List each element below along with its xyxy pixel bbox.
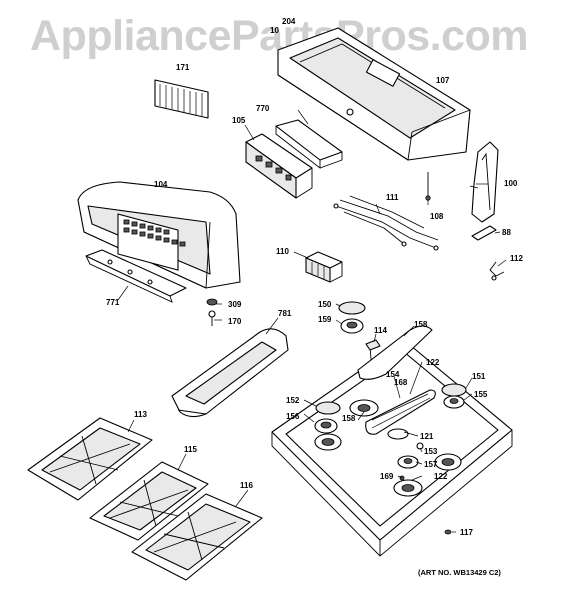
callout-122-lower: 122	[434, 472, 448, 481]
callout-114: 114	[374, 326, 387, 335]
screw-108	[425, 172, 431, 201]
burner-base-left-rear	[349, 399, 379, 417]
callout-100: 100	[504, 179, 518, 188]
callout-771: 771	[106, 298, 120, 307]
callout-108: 108	[430, 212, 444, 221]
control-keypad	[123, 219, 186, 247]
burner-head-157	[397, 455, 419, 469]
burner-cap-152	[315, 401, 341, 415]
callout-110: 110	[276, 247, 289, 256]
burner-cap-151	[441, 383, 467, 397]
igniter-153	[416, 442, 424, 450]
callout-121: 121	[420, 432, 434, 441]
burner-base-center	[387, 428, 409, 440]
bracket-770	[275, 119, 343, 169]
callout-107: 107	[436, 76, 450, 85]
burner-base-left-front	[314, 433, 342, 451]
art-number: (ART NO. WB13429 C2)	[418, 568, 501, 577]
callout-169: 169	[380, 472, 394, 481]
callout-112: 112	[510, 254, 523, 263]
callout-104: 104	[154, 180, 168, 189]
callout-10: 10	[270, 26, 279, 35]
callout-152: 152	[286, 396, 300, 405]
burner-cap-150	[338, 301, 366, 315]
callout-153: 153	[424, 447, 438, 456]
bumper-88	[471, 225, 497, 241]
fastener-309	[206, 298, 218, 306]
griddle-781	[171, 328, 289, 418]
burner-head-159	[340, 318, 364, 334]
callout-770: 770	[256, 104, 270, 113]
grate-116	[131, 493, 263, 581]
callout-158-lower: 158	[342, 414, 356, 423]
callout-117: 117	[460, 528, 473, 537]
burner-head-155	[443, 395, 465, 409]
callout-204: 204	[282, 17, 296, 26]
control-board-105	[245, 133, 313, 199]
callout-781: 781	[278, 309, 292, 318]
wire-harness-111	[333, 195, 439, 251]
clip-112	[489, 261, 505, 281]
callout-309: 309	[228, 300, 242, 309]
callout-158-upper: 158	[414, 320, 428, 329]
callout-155: 155	[474, 390, 488, 399]
callout-156: 156	[286, 412, 300, 421]
callout-170: 170	[228, 317, 242, 326]
callout-113: 113	[134, 410, 147, 419]
center-burner-assembly	[365, 389, 436, 435]
spark-module-110	[305, 251, 343, 283]
callout-171: 171	[176, 63, 190, 72]
callout-154: 154	[386, 370, 400, 379]
callout-111: 111	[386, 193, 399, 202]
callout-168: 168	[394, 378, 408, 387]
callout-105: 105	[232, 116, 246, 125]
callout-150: 150	[318, 300, 332, 309]
callout-159: 159	[318, 315, 332, 324]
callout-122-upper: 122	[426, 358, 440, 367]
burner-base-right-rear	[434, 453, 462, 471]
side-trim-100	[469, 141, 499, 223]
grate-113	[27, 417, 153, 501]
leader-lines	[117, 109, 507, 533]
grate-support-158	[357, 325, 433, 380]
burner-head-156	[314, 418, 338, 434]
panel-bracket-771	[85, 249, 187, 303]
screw-117	[444, 529, 452, 535]
screw-170	[208, 310, 216, 326]
control-panel-104	[77, 181, 241, 289]
vent-grille-171	[154, 79, 209, 119]
grate-115	[89, 461, 209, 541]
burner-base-right-front	[393, 479, 423, 497]
callout-88: 88	[502, 228, 511, 237]
callout-116: 116	[240, 481, 253, 490]
callout-157: 157	[424, 460, 438, 469]
backguard-107	[277, 27, 471, 161]
callout-151: 151	[472, 372, 486, 381]
callout-115: 115	[184, 445, 197, 454]
